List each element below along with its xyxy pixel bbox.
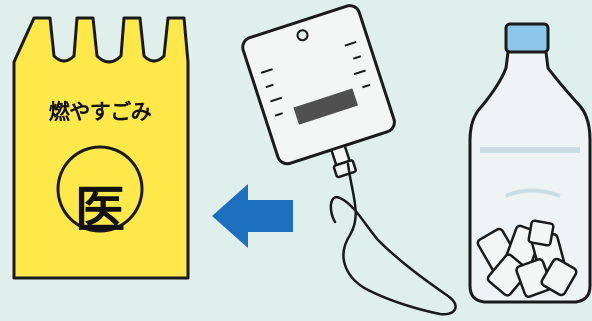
bag-label: 燃やすごみ (22, 96, 178, 126)
garbage-bag-icon (14, 18, 188, 278)
arrow-left-icon (212, 184, 293, 248)
plastic-bottle-icon (470, 24, 590, 302)
iv-drip-bag-icon (240, 3, 455, 314)
medical-mark: 医 (64, 185, 136, 235)
